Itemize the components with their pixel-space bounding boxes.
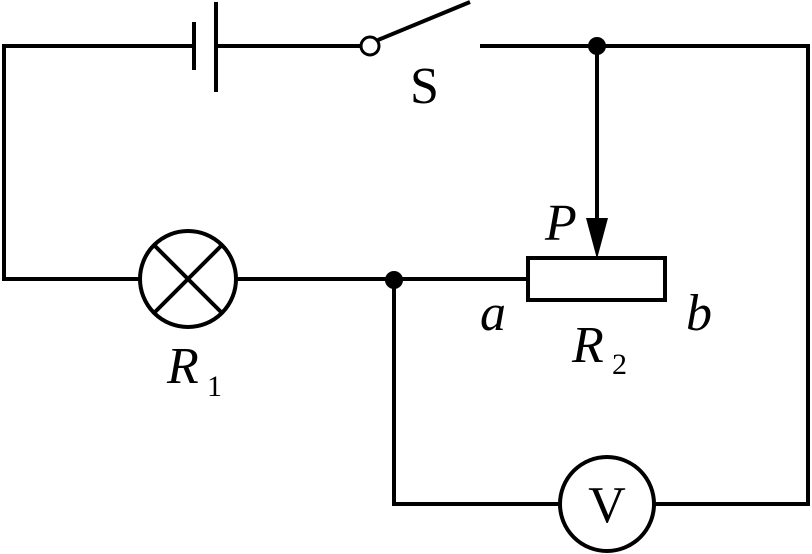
slider-label: P	[544, 195, 577, 252]
rheostat-end-a-label: a	[480, 285, 506, 342]
rheostat-r2: a b R 2	[480, 256, 712, 381]
lamp-label-name: R	[166, 338, 199, 395]
lamp-r1: R 1	[138, 229, 238, 403]
lamp-label-subscript: 1	[207, 370, 222, 403]
voltmeter-label: V	[588, 477, 626, 534]
junction-dot-middle	[385, 271, 403, 289]
rheostat-label-name: R	[571, 317, 604, 374]
lamp-label: R	[166, 338, 199, 395]
wires	[2, 44, 810, 506]
voltmeter: V	[558, 455, 656, 553]
rheostat-body	[526, 256, 667, 302]
rheostat-end-b-label: b	[686, 285, 712, 342]
battery-symbol	[192, 2, 218, 92]
lamp-cross-2	[152, 243, 224, 315]
switch-label: S	[410, 58, 439, 115]
slider-p: P	[544, 46, 608, 259]
voltmeter-circle	[558, 455, 656, 553]
switch-pivot-terminal	[359, 35, 381, 57]
slider-arrowhead	[586, 218, 608, 259]
rheostat-label-subscript: 2	[612, 348, 627, 381]
switch-s: S	[359, 0, 471, 115]
rheostat-label: R	[571, 317, 604, 374]
switch-blade	[377, 0, 471, 42]
